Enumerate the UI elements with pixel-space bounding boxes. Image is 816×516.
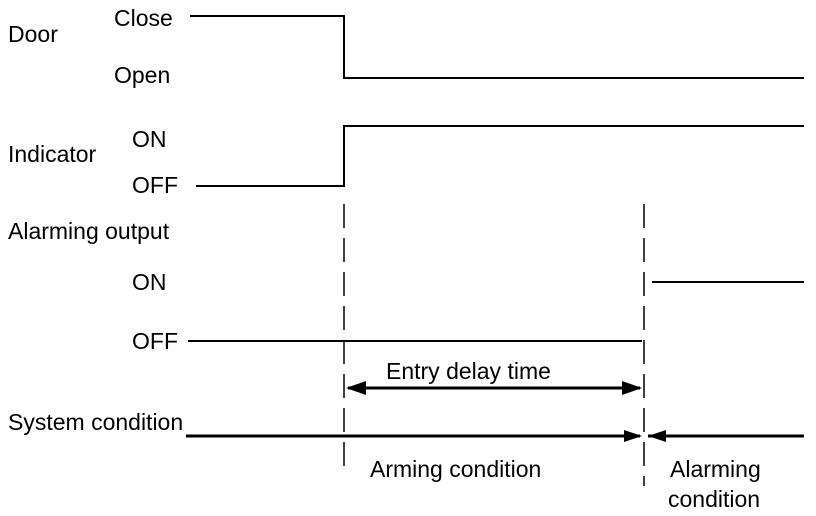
door-open-label: Open <box>114 62 170 88</box>
entry-delay-label: Entry delay time <box>386 358 551 384</box>
alarming-condition-label-line1: Alarming <box>670 456 761 482</box>
system-condition-arming-arrowhead <box>624 430 642 442</box>
door-row-label: Door <box>8 21 58 47</box>
entry-delay-arrowhead-right <box>622 381 642 395</box>
alarming-output-row-label: Alarming output <box>8 218 170 244</box>
system-condition-row-label: System condition <box>8 409 183 435</box>
indicator-on-label: ON <box>132 126 167 152</box>
alarming-condition-label-line2: condition <box>668 486 760 512</box>
entry-delay-arrowhead-left <box>346 381 366 395</box>
indicator-off-label: OFF <box>132 172 178 198</box>
door-close-label: Close <box>114 5 173 31</box>
alarming-output-on-label: ON <box>132 269 167 295</box>
system-condition-alarming-arrowhead <box>648 430 666 442</box>
alarming-output-off-label: OFF <box>132 328 178 354</box>
indicator-row-label: Indicator <box>8 141 97 167</box>
arming-condition-label: Arming condition <box>370 456 541 482</box>
door-waveform <box>190 15 804 79</box>
indicator-waveform <box>196 125 804 187</box>
